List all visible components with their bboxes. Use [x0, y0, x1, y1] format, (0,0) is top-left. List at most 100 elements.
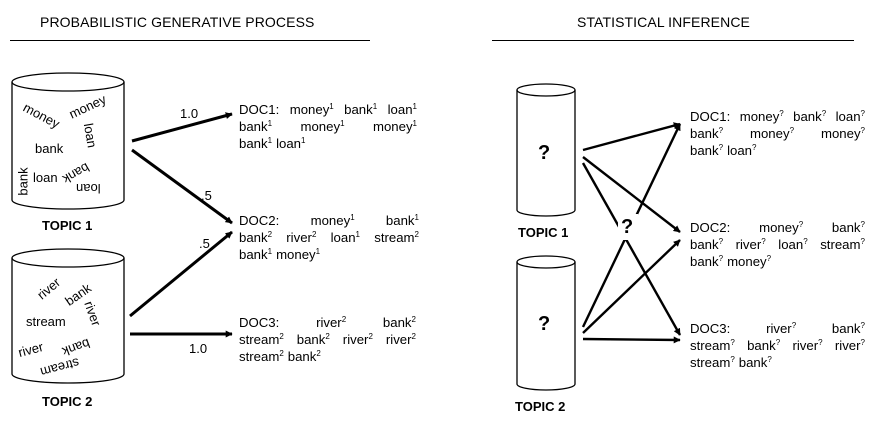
token-word: money: [276, 247, 316, 262]
doc-token: stream2: [239, 331, 284, 348]
doc-token: bank1: [239, 246, 272, 263]
token-word: bank: [747, 338, 776, 353]
doc-name: DOC3:: [690, 321, 731, 336]
token-word: bank: [831, 321, 861, 336]
header-generative-rule: [10, 40, 370, 41]
token-topic-assignment: 1: [267, 247, 273, 256]
token-topic-assignment: ?: [752, 143, 757, 152]
token-topic-assignment: ?: [775, 338, 781, 347]
doc-line: stream?bank?: [690, 354, 865, 371]
token-topic-assignment: 1: [372, 102, 378, 111]
arrow-inf-t1-doc1: [582, 122, 681, 152]
doc-token: money1: [300, 118, 344, 135]
doc-token: river?: [792, 337, 822, 354]
token-word: money: [289, 102, 330, 117]
doc-line: DOC1:money?bank?loan?: [690, 108, 865, 125]
doc-token: loan1: [331, 229, 360, 246]
doc-token: money1: [373, 118, 417, 135]
token-word: money: [372, 119, 413, 134]
doc-token: loan?: [836, 108, 865, 125]
doc-token: bank1: [344, 101, 377, 118]
arrow-topic1-doc1: [131, 112, 233, 143]
token-topic-assignment: ?: [730, 355, 735, 364]
doc-token: bank1: [239, 135, 272, 152]
token-word: river: [766, 321, 792, 336]
token-word: loan: [387, 102, 413, 117]
header-generative: PROBABILISTIC GENERATIVE PROCESS: [40, 14, 315, 30]
topic1-word: bank: [35, 141, 64, 156]
arrow-topic1-doc2: [131, 148, 233, 225]
token-word: money: [739, 109, 780, 124]
token-topic-assignment: ?: [789, 126, 795, 135]
token-topic-assignment: ?: [860, 338, 865, 347]
topic2-word: stream: [26, 314, 66, 329]
token-topic-assignment: 1: [340, 119, 345, 128]
doc-name: DOC3:: [239, 315, 280, 330]
token-topic-assignment: 2: [414, 230, 419, 239]
token-topic-assignment: 2: [311, 230, 317, 239]
edge-label-topic2-doc3: 1.0: [189, 341, 208, 356]
doc-name: DOC1:: [239, 102, 280, 117]
token-word: bank: [690, 237, 719, 252]
topic1-cylinder: [11, 72, 125, 210]
token-topic-assignment: ?: [718, 254, 724, 263]
token-topic-assignment: ?: [766, 254, 772, 263]
topic1-word: loan: [76, 181, 101, 196]
doc-token: money?: [759, 219, 803, 236]
token-word: loan: [330, 230, 356, 245]
doc-token: river2: [343, 331, 373, 348]
doc-token: bank?: [747, 337, 780, 354]
doc-token: money?: [750, 125, 794, 142]
token-topic-assignment: 2: [267, 230, 273, 239]
token-topic-assignment: ?: [860, 237, 865, 246]
doc-token: river2: [286, 229, 316, 246]
topic2-cylinder: [11, 248, 125, 384]
doc-token: bank?: [690, 253, 723, 270]
arrow-inf-t1-doc3: [581, 162, 682, 336]
doc-token: stream2: [239, 348, 284, 365]
token-topic-assignment: ?: [860, 321, 865, 330]
token-word: money: [727, 254, 767, 269]
doc-token: stream?: [820, 236, 865, 253]
token-word: river: [316, 315, 342, 330]
inf-doc1: DOC1:money?bank?loan?bank?money?money?ba…: [690, 108, 865, 159]
token-word: money: [300, 119, 341, 134]
token-word: bank: [690, 254, 719, 269]
inference-topic2-label: TOPIC 2: [515, 399, 566, 414]
doc-token: money?: [727, 253, 771, 270]
token-word: bank: [385, 213, 415, 228]
token-word: river: [834, 338, 861, 353]
token-topic-assignment: 2: [325, 332, 330, 341]
header-inference-rule: [492, 40, 854, 41]
token-topic-assignment: ?: [803, 237, 808, 246]
token-word: bank: [690, 126, 719, 141]
token-word: money: [759, 220, 799, 235]
token-word: stream: [690, 355, 731, 370]
doc-token: loan1: [388, 101, 417, 118]
token-topic-assignment: ?: [767, 355, 772, 364]
token-word: loan: [727, 143, 752, 158]
token-word: bank: [382, 315, 412, 330]
token-topic-assignment: ?: [860, 220, 865, 229]
inference-topic2-cylinder: [516, 255, 576, 391]
token-topic-assignment: 1: [267, 119, 273, 128]
arrow-inf-t2-doc3: [582, 336, 681, 344]
arrow-topic2-doc2: [129, 230, 233, 318]
token-topic-assignment: 2: [279, 349, 284, 358]
inference-topic1-unknown: ?: [538, 142, 551, 164]
token-topic-assignment: ?: [860, 109, 865, 118]
doc-token: river?: [736, 236, 766, 253]
